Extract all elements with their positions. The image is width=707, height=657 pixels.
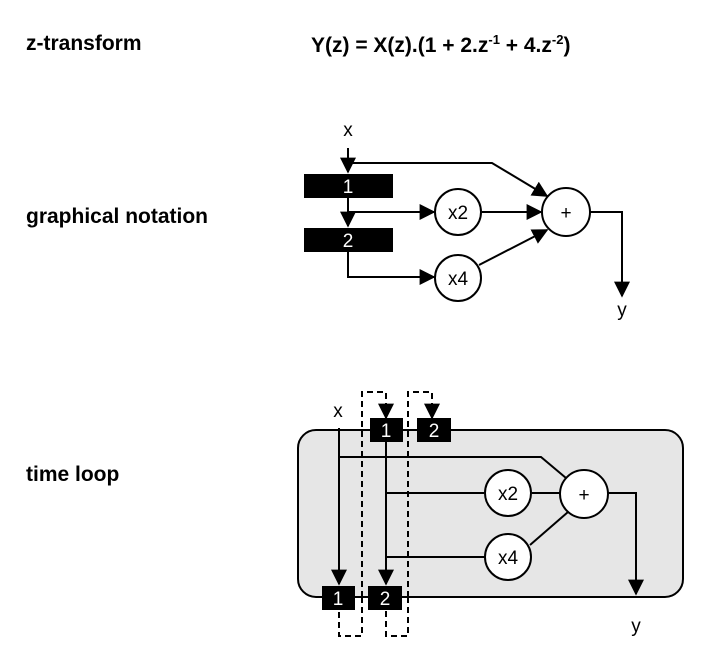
loop-mul4-label: x4 xyxy=(498,548,519,569)
loop-bottom-register-2-label: 2 xyxy=(380,589,391,610)
loop-mul4-to-adder xyxy=(529,511,569,546)
loop-top-register-1-label: 1 xyxy=(381,421,392,442)
equation-exponent-2: -2 xyxy=(551,32,564,47)
time-loop-label: time loop xyxy=(26,463,120,486)
z-transform-label: z-transform xyxy=(26,32,142,55)
graphical-notation-diagram xyxy=(340,148,630,302)
z-transform-equation: Y(z) = X(z).(1 + 2.z-1 + 4.z-2) xyxy=(311,32,570,58)
loop-top-register-2 xyxy=(417,418,451,442)
loop-top-register-1 xyxy=(370,418,403,442)
mul2-label: x2 xyxy=(448,203,468,224)
graphical-notation-label: graphical notation xyxy=(26,205,209,228)
time-loop-diagram xyxy=(331,428,644,596)
loop-adder-label: + xyxy=(578,485,589,506)
equation-part-end: ) xyxy=(563,34,571,57)
graph-y-label: y xyxy=(617,300,627,321)
adder-to-y-arrow xyxy=(590,211,630,298)
dashed-loop-reg2 xyxy=(407,391,440,597)
mul4-to-adder-arrow xyxy=(478,229,549,266)
loop-adder-to-y-arrow xyxy=(608,492,644,596)
mul2-node xyxy=(434,188,482,236)
loop-mul4-node xyxy=(484,533,532,581)
loop-x-label: x xyxy=(333,401,343,422)
adder-label: + xyxy=(560,203,571,224)
direct-path-to-adder xyxy=(348,162,549,197)
loop-adder-node xyxy=(559,469,609,519)
dashed-feedback-loops xyxy=(338,391,440,637)
mul4-node xyxy=(434,254,482,302)
equation-part-lhs: Y(z) = X(z).(1 + 2.z xyxy=(311,34,489,57)
loop-mul2-label: x2 xyxy=(498,484,518,505)
register-1-block xyxy=(304,174,393,198)
reg2-to-mul4-arrow xyxy=(347,252,436,285)
loop-mul2-node xyxy=(484,469,532,517)
loop-bottom-register-1-label: 1 xyxy=(333,589,344,610)
dashed-bottom-reg1 xyxy=(338,597,363,637)
loop-direct-path xyxy=(339,456,567,479)
dashed-loop-reg1 xyxy=(361,391,394,597)
equation-exponent-1: -1 xyxy=(488,32,500,47)
adder-node xyxy=(541,187,591,237)
loop-y-label: y xyxy=(631,616,641,637)
mul4-label: x4 xyxy=(448,269,469,290)
register-2-label: 2 xyxy=(343,231,354,252)
dashed-bottom-reg2 xyxy=(385,597,409,637)
equation-part-mid: + 4.z xyxy=(499,34,552,57)
loop-bottom-register-2 xyxy=(368,586,402,610)
register-2-block xyxy=(304,228,393,252)
register-1-label: 1 xyxy=(343,177,354,198)
graph-x-label: x xyxy=(343,120,353,141)
loop-bottom-register-1 xyxy=(322,586,355,610)
loop-top-register-2-label: 2 xyxy=(429,421,440,442)
